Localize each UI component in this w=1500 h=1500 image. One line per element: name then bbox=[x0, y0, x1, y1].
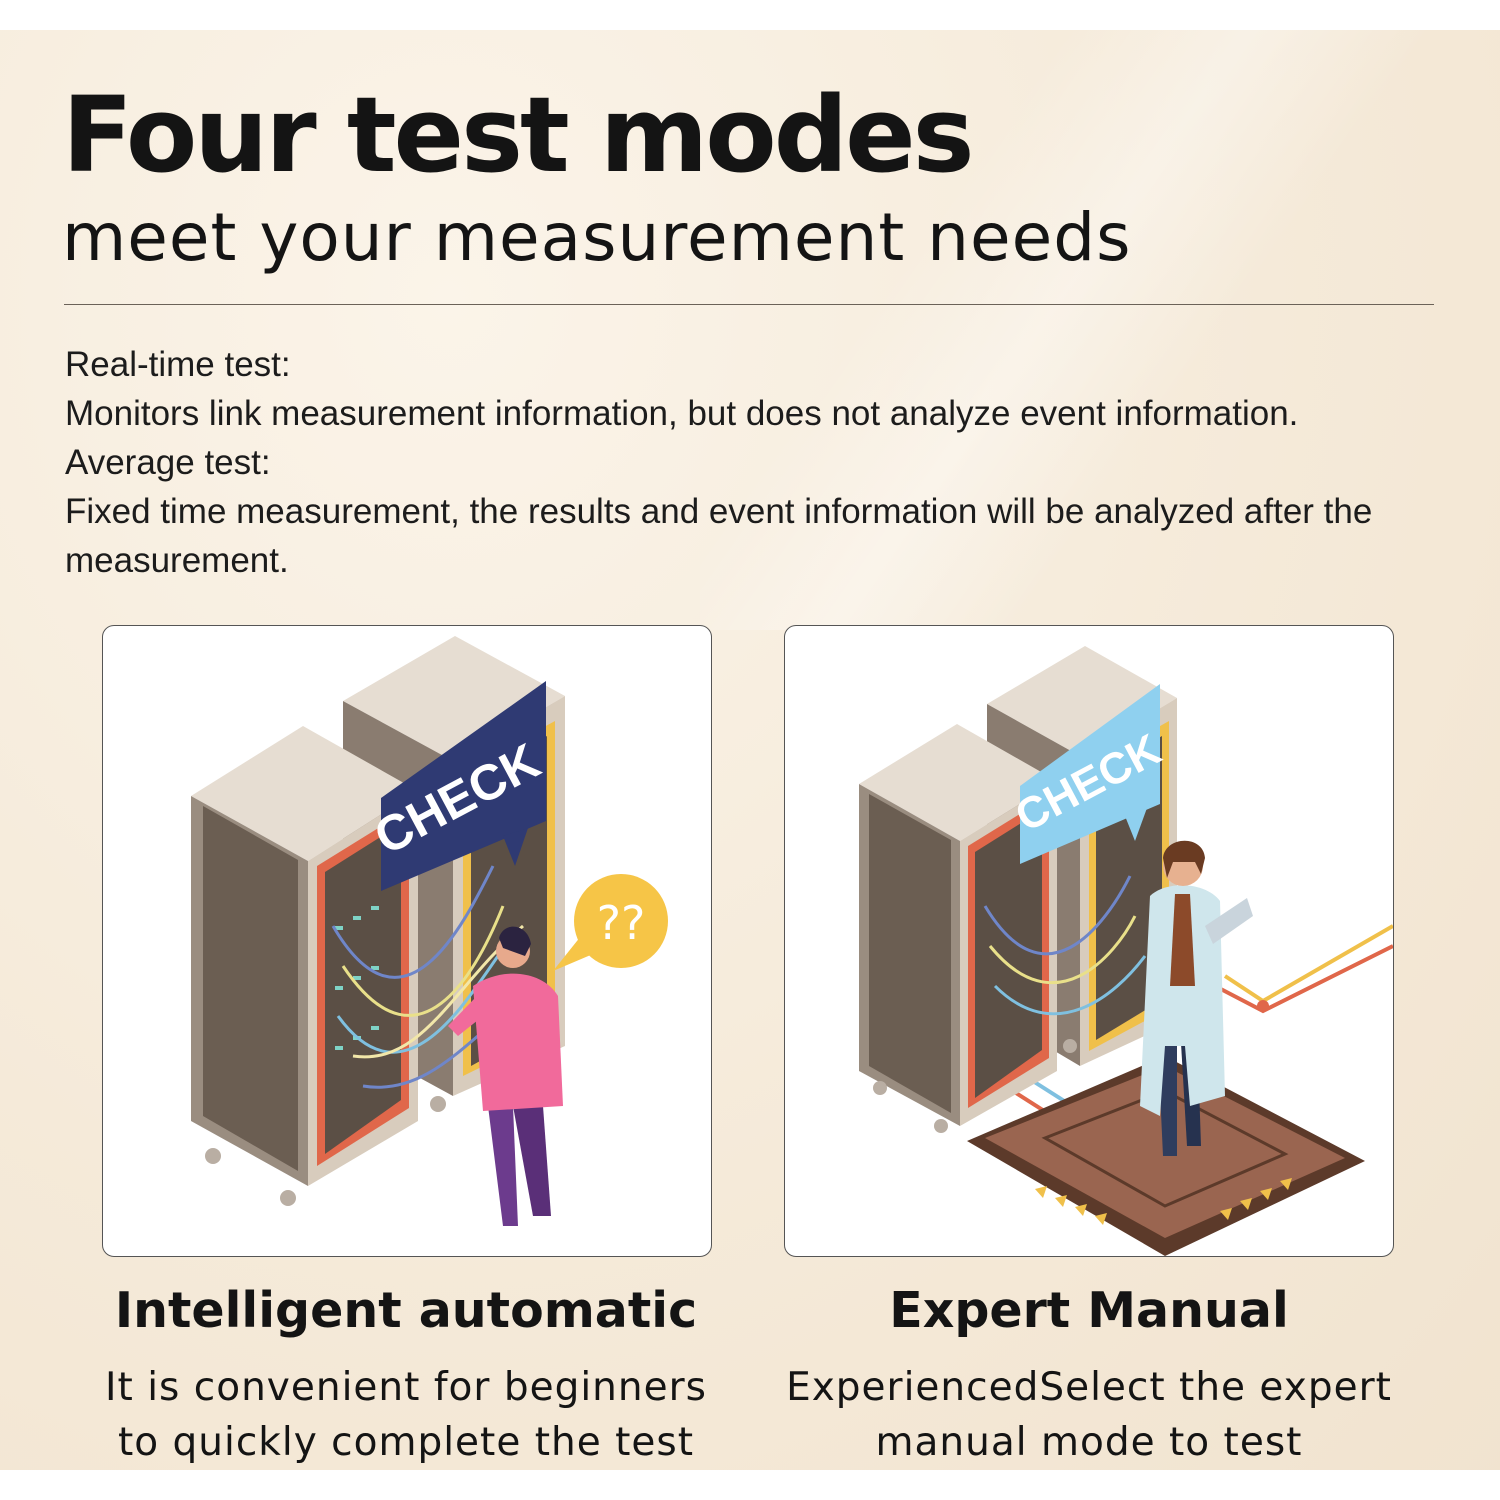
mode-description-intelligent-automatic: It is convenient for beginners to quickl… bbox=[65, 1360, 747, 1470]
mode-description-line: ExperiencedSelect the expert bbox=[786, 1365, 1392, 1410]
front-server-rack bbox=[859, 724, 1077, 1133]
realtime-test-heading: Real-time test: bbox=[65, 345, 291, 384]
background-sheen bbox=[700, 30, 1500, 630]
person-figure bbox=[448, 926, 563, 1226]
page-subtitle: meet your measurement needs bbox=[62, 199, 1132, 276]
network-cables bbox=[983, 875, 1147, 1016]
mode-description-line: manual mode to test bbox=[875, 1420, 1303, 1465]
bottom-margin-strip bbox=[0, 1470, 1500, 1500]
network-cables bbox=[331, 865, 524, 1089]
question-bubble-text: ?? bbox=[597, 896, 646, 950]
realtime-test-text: Monitors link measurement information, b… bbox=[65, 394, 1299, 433]
top-margin-strip bbox=[0, 0, 1500, 30]
intelligent-automatic-illustration-card: CHECK ?? bbox=[102, 625, 712, 1257]
mode-description-expert-manual: ExperiencedSelect the expert manual mode… bbox=[748, 1360, 1430, 1470]
question-bubble: ?? bbox=[553, 874, 668, 971]
mode-description-line: to quickly complete the test bbox=[117, 1420, 695, 1465]
expert-manual-illustration-card: CHECK bbox=[784, 625, 1394, 1257]
mode-description-line: It is convenient for beginners bbox=[105, 1365, 707, 1410]
page-title: Four test modes bbox=[62, 74, 975, 196]
server-rack-expert-illustration: CHECK bbox=[859, 646, 1393, 1256]
server-rack-check-illustration: CHECK ?? bbox=[191, 636, 668, 1226]
expert-figure bbox=[1140, 840, 1253, 1156]
mode-title-expert-manual: Expert Manual bbox=[889, 1282, 1289, 1339]
mode-title-intelligent-automatic: Intelligent automatic bbox=[114, 1282, 698, 1339]
header-divider bbox=[64, 304, 1434, 305]
average-test-text: Fixed time measurement, the results and … bbox=[65, 492, 1373, 580]
average-test-heading: Average test: bbox=[65, 443, 271, 482]
check-sign: CHECK bbox=[365, 681, 549, 891]
test-description: Real-time test: Monitors link measuremen… bbox=[65, 340, 1445, 585]
